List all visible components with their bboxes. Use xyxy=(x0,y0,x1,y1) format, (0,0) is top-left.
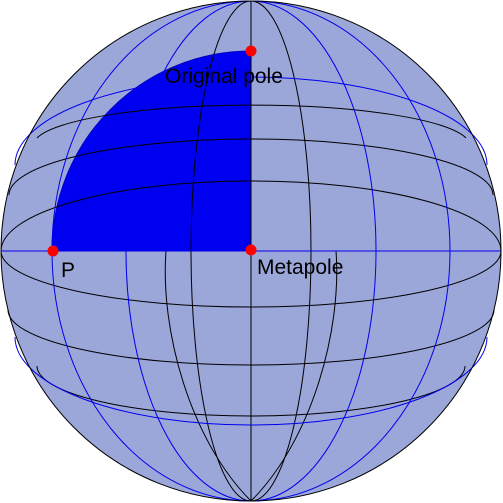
bottom-meridian-right xyxy=(250,250,338,502)
original-pole-label: Original pole xyxy=(165,65,283,88)
blue-parallel-lower xyxy=(14,336,488,426)
metapole-label: Metapole xyxy=(257,256,343,279)
black-parallels-lower xyxy=(0,250,502,502)
metapole-point xyxy=(245,244,257,256)
bottom-meridian-left xyxy=(164,250,252,502)
parallel-upper-1 xyxy=(36,104,467,139)
p-label: P xyxy=(61,259,75,282)
parallel-lower-2 xyxy=(7,309,495,366)
original-pole-point xyxy=(245,45,257,57)
parallel-upper-2 xyxy=(8,138,494,196)
black-parallels-upper xyxy=(0,104,502,252)
p-point xyxy=(47,245,59,257)
parallel-lower-1 xyxy=(0,250,502,308)
blue-parallel-upper xyxy=(14,76,488,166)
equator-upper-half xyxy=(0,180,502,252)
highlighted-region xyxy=(51,50,252,252)
